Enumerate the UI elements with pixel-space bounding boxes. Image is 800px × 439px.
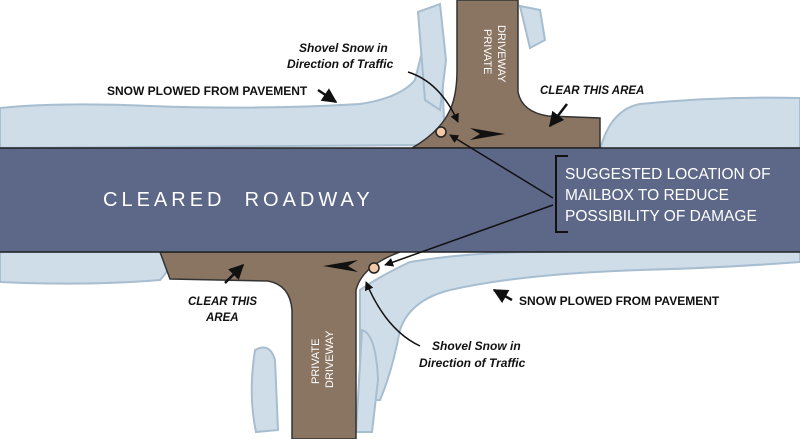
traffic-arrow-top-icon (470, 128, 505, 140)
callout-bracket (555, 155, 568, 233)
suggested-line-1: SUGGESTED LOCATION OF (565, 166, 771, 183)
snow-plowed-top-label: SNOW PLOWED FROM PAVEMENT (107, 84, 308, 98)
shovel-bottom-line-2: Direction of Traffic (419, 356, 526, 370)
snow-plowed-bottom-arrow (492, 288, 513, 304)
driveway-bottom-line-2: DRIVEWAY (324, 330, 336, 388)
cleared-roadway (0, 148, 800, 252)
snow-plowed-top-arrow (317, 88, 338, 104)
driveway-top (409, 0, 601, 149)
snow-bank-bottom-drive-left (250, 346, 280, 434)
clear-top-label: CLEAR THIS AREA (540, 85, 644, 97)
suggested-location-callout: SUGGESTED LOCATION OF MAILBOX TO REDUCE … (384, 134, 771, 267)
snow-bank-top-drive-left (416, 2, 448, 112)
shovel-top-line-2: Direction of Traffic (287, 57, 394, 71)
driveway-bottom-label: PRIVATE DRIVEWAY (310, 330, 336, 388)
driveway-top-line-2: DRIVEWAY (495, 25, 507, 83)
snow-bank-top-right (598, 96, 800, 152)
callout-arrow-to-top-mailbox (449, 134, 554, 199)
snow-plowed-bottom-label: SNOW PLOWED FROM PAVEMENT (519, 294, 720, 308)
shovel-top-arrow (407, 71, 459, 123)
driveway-top-label: PRIVATE DRIVEWAY (481, 25, 507, 83)
snow-bank-top-drive-right (518, 4, 547, 50)
snow-bank-bottom-drive-right (354, 328, 380, 433)
clear-bottom-line-2: AREA (205, 312, 239, 324)
driveways (158, 0, 601, 439)
clear-bottom-arrow (224, 263, 245, 284)
snow-bank-bottom-left (0, 251, 177, 285)
callout-arrow-to-bottom-mailbox (384, 204, 554, 267)
roadway-label: CLEARED ROADWAY (103, 189, 374, 211)
shovel-bottom-arrow (364, 281, 421, 347)
clear-top-arrow (549, 103, 568, 128)
shovel-bottom-line-1: Shovel Snow in (432, 339, 521, 353)
traffic-arrow-bottom-icon (323, 260, 358, 272)
snow-bank-top-left (0, 17, 447, 150)
clear-bottom-line-1: CLEAR THIS (188, 296, 257, 308)
driveway-bottom-line-1: PRIVATE (310, 339, 322, 384)
mailbox-bottom (368, 262, 380, 274)
shovel-top-line-1: Shovel Snow in (299, 41, 388, 55)
driveway-bottom (158, 251, 401, 439)
mailbox-top (435, 126, 447, 138)
driveway-top-line-1: PRIVATE (481, 29, 493, 74)
suggested-line-2: MAILBOX TO REDUCE (565, 187, 729, 204)
suggested-line-3: POSSIBILITY OF DAMAGE (565, 208, 757, 225)
snow-bank-bottom-right (359, 246, 800, 401)
